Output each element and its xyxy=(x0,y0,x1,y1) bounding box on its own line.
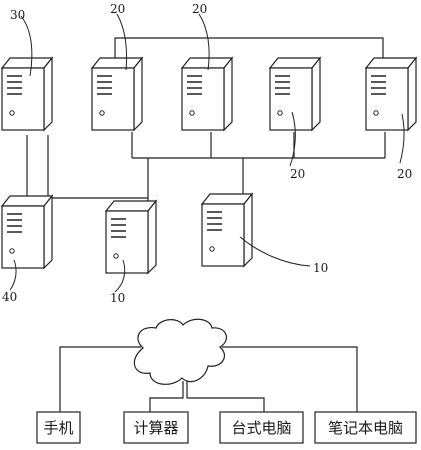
label-client-center: 10 xyxy=(313,261,328,275)
device-laptop: 笔记本电脑 xyxy=(314,411,417,444)
device-phone: 手机 xyxy=(36,411,81,444)
server-20-3 xyxy=(269,57,321,131)
leader-lines xyxy=(9,13,405,293)
label-server-4: 20 xyxy=(397,167,412,181)
server-20-4 xyxy=(365,57,417,131)
backup-server-40 xyxy=(1,195,53,269)
device-desktop: 台式电脑 xyxy=(219,411,304,444)
calculator-label: 计算器 xyxy=(133,419,178,437)
server-20-2 xyxy=(181,57,233,131)
label-server-1: 20 xyxy=(110,2,125,16)
client-terminal-10-left xyxy=(105,200,157,274)
label-storage-server: 30 xyxy=(10,8,25,22)
phone-label: 手机 xyxy=(43,419,73,437)
server-20-1 xyxy=(91,57,143,131)
label-server-2: 20 xyxy=(192,2,207,16)
device-calculator: 计算器 xyxy=(123,411,189,444)
laptop-label: 笔记本电脑 xyxy=(328,419,403,437)
label-backup-server: 40 xyxy=(2,290,17,304)
internet-cloud xyxy=(133,318,228,385)
reference-numerals: 30 20 20 20 20 10 40 10 xyxy=(2,2,412,305)
label-server-3: 20 xyxy=(290,167,305,181)
storage-server-30 xyxy=(1,57,53,131)
label-client-left: 10 xyxy=(110,291,125,305)
client-terminal-10-center xyxy=(201,193,253,267)
desktop-label: 台式电脑 xyxy=(231,419,291,437)
network-wiring xyxy=(26,37,386,203)
cloud-wiring xyxy=(59,346,358,412)
